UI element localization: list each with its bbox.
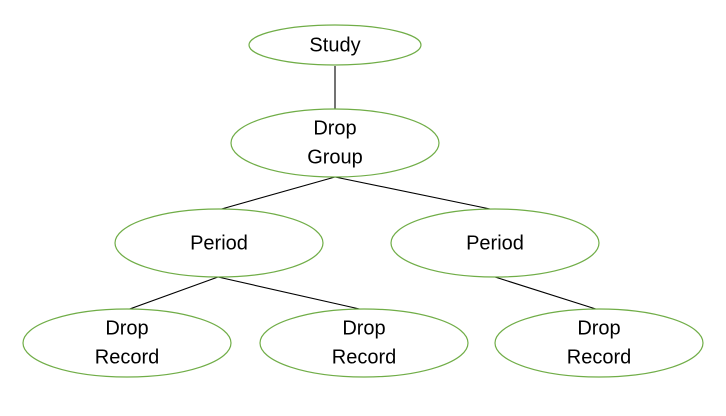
node-period-left-shape (114, 208, 324, 278)
edge-drop-group-to-period-left (217, 176, 336, 211)
node-study-label: Study (309, 34, 360, 56)
edge-drop-group-to-period-right (334, 176, 496, 211)
edge-period-left-to-record-1 (126, 276, 219, 311)
node-drop-group-shape (230, 108, 440, 178)
node-drop-record-1-label-line-2: Record (95, 346, 159, 368)
node-study-shape (248, 24, 422, 66)
node-drop-record-3: Drop Record (494, 308, 704, 378)
node-period-right-shape (390, 208, 600, 278)
node-drop-record-1-shape (22, 308, 232, 378)
node-drop-record-1-label-line-1: Drop (105, 317, 148, 339)
node-study: Study (248, 24, 422, 66)
node-period-left: Period (114, 208, 324, 278)
node-drop-record-2-shape (259, 308, 469, 378)
node-period-right-label: Period (466, 232, 524, 254)
node-drop-record-3-label-line-1: Drop (577, 317, 620, 339)
node-drop-group-label-line-1: Drop (313, 117, 356, 139)
node-drop-record-3-label-line-2: Record (567, 346, 631, 368)
node-drop-record-2: Drop Record (259, 308, 469, 378)
node-drop-group-label-line-2: Group (307, 146, 363, 168)
node-period-left-label: Period (190, 232, 248, 254)
node-period-right: Period (390, 208, 600, 278)
edge-period-left-to-record-2 (217, 276, 365, 311)
edge-period-right-to-record-3 (494, 276, 600, 311)
node-drop-record-2-label-line-2: Record (332, 346, 396, 368)
node-drop-record-2-label-line-1: Drop (342, 317, 385, 339)
node-drop-record-1: Drop Record (22, 308, 232, 378)
node-drop-record-3-shape (494, 308, 704, 378)
node-drop-group: Drop Group (230, 108, 440, 178)
